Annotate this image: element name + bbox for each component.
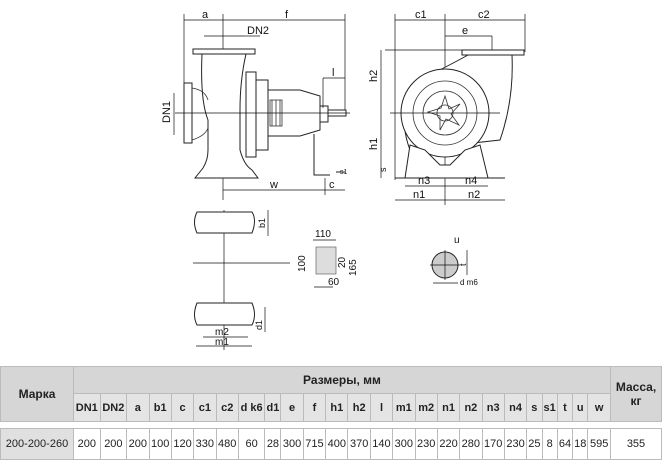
foot-view: b1 d1 m2 m1 <box>193 210 290 350</box>
label-s1: s1 <box>340 169 348 176</box>
label-n3: n3 <box>418 175 430 187</box>
cell-d1: 28 <box>264 428 282 460</box>
front-view: c1 c2 e h2 h1 s n3 n4 n1 n2 <box>368 9 526 205</box>
label-a: a <box>202 9 209 21</box>
cell-c1: 330 <box>193 428 217 460</box>
cell-f: 715 <box>302 428 327 460</box>
cell-h1: 400 <box>325 428 349 460</box>
label-e: e <box>462 25 468 37</box>
cell-c2: 480 <box>215 428 239 460</box>
label-dm6: d m6 <box>460 278 478 287</box>
label-h2: h2 <box>368 70 380 82</box>
column-header-s1: s1 <box>541 393 558 422</box>
label-n2: n2 <box>468 189 480 201</box>
cell-s: 25 <box>526 428 543 460</box>
column-header-l: l <box>369 393 394 422</box>
cell-e: 300 <box>280 428 304 460</box>
column-header-c: c <box>170 393 195 422</box>
cell-s1: 8 <box>541 428 558 460</box>
column-header-b1: b1 <box>148 393 172 422</box>
column-header-n2: n2 <box>459 393 483 422</box>
cell-t: 64 <box>556 428 574 460</box>
column-header-c1: c1 <box>193 393 217 422</box>
label-dn2: DN2 <box>247 25 269 37</box>
column-header-c2: c2 <box>215 393 239 422</box>
cell-m1: 300 <box>392 428 416 460</box>
label-165: 165 <box>348 259 359 276</box>
column-header-h1: h1 <box>325 393 349 422</box>
cell-mass: 355 <box>610 428 662 460</box>
header-mark: Марка <box>0 366 74 422</box>
column-header-d1: d1 <box>264 393 282 422</box>
column-header-n3: n3 <box>481 393 505 422</box>
column-header-f: f <box>302 393 327 422</box>
cell-l: 140 <box>369 428 394 460</box>
label-dn1: DN1 <box>161 101 173 123</box>
column-header-s: s <box>526 393 543 422</box>
header-dimensions: Размеры, мм <box>73 366 611 394</box>
cell-dk6: 60 <box>237 428 266 460</box>
label-f: f <box>285 9 289 21</box>
cell-n1: 220 <box>436 428 461 460</box>
column-header-w: w <box>587 393 611 422</box>
side-view: a f DN2 DN1 l w c s1 <box>161 9 350 200</box>
label-c2: c2 <box>478 9 490 21</box>
cell-a: 200 <box>126 428 150 460</box>
label-n1: n1 <box>413 189 425 201</box>
cell-c: 120 <box>170 428 195 460</box>
column-header-a: a <box>126 393 150 422</box>
column-header-t: t <box>556 393 574 422</box>
label-c: c <box>329 179 335 191</box>
column-header-u: u <box>572 393 589 422</box>
column-header-h2: h2 <box>347 393 371 422</box>
label-m1: m1 <box>215 337 229 348</box>
cell-h2: 370 <box>347 428 371 460</box>
cell-n4: 230 <box>503 428 528 460</box>
label-h1: h1 <box>368 138 380 150</box>
cell-mark: 200-200-260 <box>0 428 74 460</box>
anchor-slot-view: 110 100 20 165 60 <box>297 229 359 288</box>
label-w: w <box>269 179 278 191</box>
label-100: 100 <box>297 255 308 272</box>
label-c1: c1 <box>415 9 427 21</box>
cell-u: 18 <box>572 428 589 460</box>
label-20: 20 <box>337 256 348 268</box>
shaft-section-view: u t d m6 <box>430 235 478 287</box>
label-b1: b1 <box>257 218 267 228</box>
label-n4: n4 <box>465 175 477 187</box>
column-header-m1: m1 <box>392 393 416 422</box>
label-s: s <box>378 167 388 172</box>
cell-w: 595 <box>587 428 611 460</box>
label-m2: m2 <box>215 327 229 338</box>
cell-m2: 230 <box>414 428 438 460</box>
column-header-dk6: d k6 <box>237 393 266 422</box>
label-u: u <box>454 235 460 246</box>
column-header-n1: n1 <box>436 393 461 422</box>
cell-dn1: 200 <box>73 428 101 460</box>
cell-b1: 100 <box>148 428 172 460</box>
label-t: t <box>458 263 468 266</box>
label-110: 110 <box>315 229 331 240</box>
label-60: 60 <box>328 277 340 288</box>
label-d1: d1 <box>254 320 264 330</box>
header-mass: Масса, кг <box>610 366 662 422</box>
column-header-n4: n4 <box>503 393 528 422</box>
column-header-dn2: DN2 <box>99 393 128 422</box>
column-header-dn1: DN1 <box>73 393 101 422</box>
column-header-m2: m2 <box>414 393 438 422</box>
label-l: l <box>332 67 334 79</box>
cell-n3: 170 <box>481 428 505 460</box>
cell-dn2: 200 <box>99 428 128 460</box>
cell-n2: 280 <box>459 428 483 460</box>
pump-drawing: a f DN2 DN1 l w c s1 c1 <box>161 9 526 350</box>
column-header-e: e <box>280 393 304 422</box>
